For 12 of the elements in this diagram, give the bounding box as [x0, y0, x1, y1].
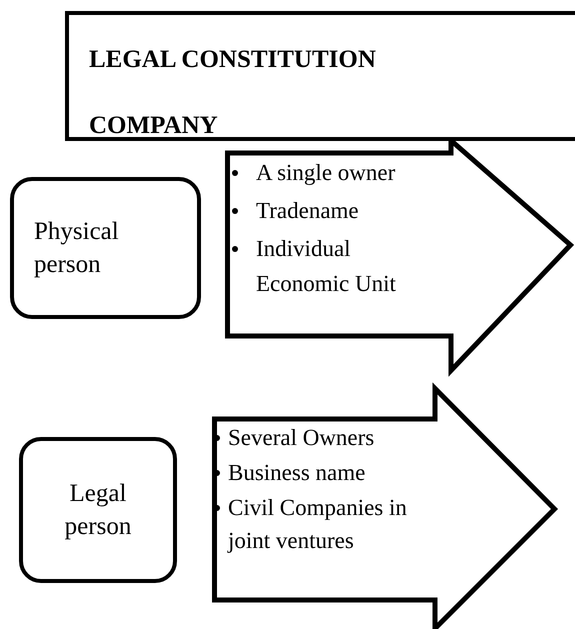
bullet-text: Business name — [228, 459, 366, 487]
bullet-text: A single owner — [256, 159, 396, 187]
bullet-text: Several Owners — [228, 424, 374, 452]
bullet-text: Tradename — [256, 197, 359, 225]
rounded-box — [10, 177, 201, 319]
box-label: Legal person — [64, 479, 132, 542]
title-box — [65, 11, 575, 141]
title-text: LEGAL CONSTITUTION COMPANY — [89, 45, 377, 141]
bullet-text: Individual Economic Unit — [256, 235, 397, 298]
rounded-box — [19, 437, 177, 583]
bullet-text: Civil Companies in joint ventures — [228, 494, 408, 555]
box-label: Physical person — [34, 217, 120, 280]
